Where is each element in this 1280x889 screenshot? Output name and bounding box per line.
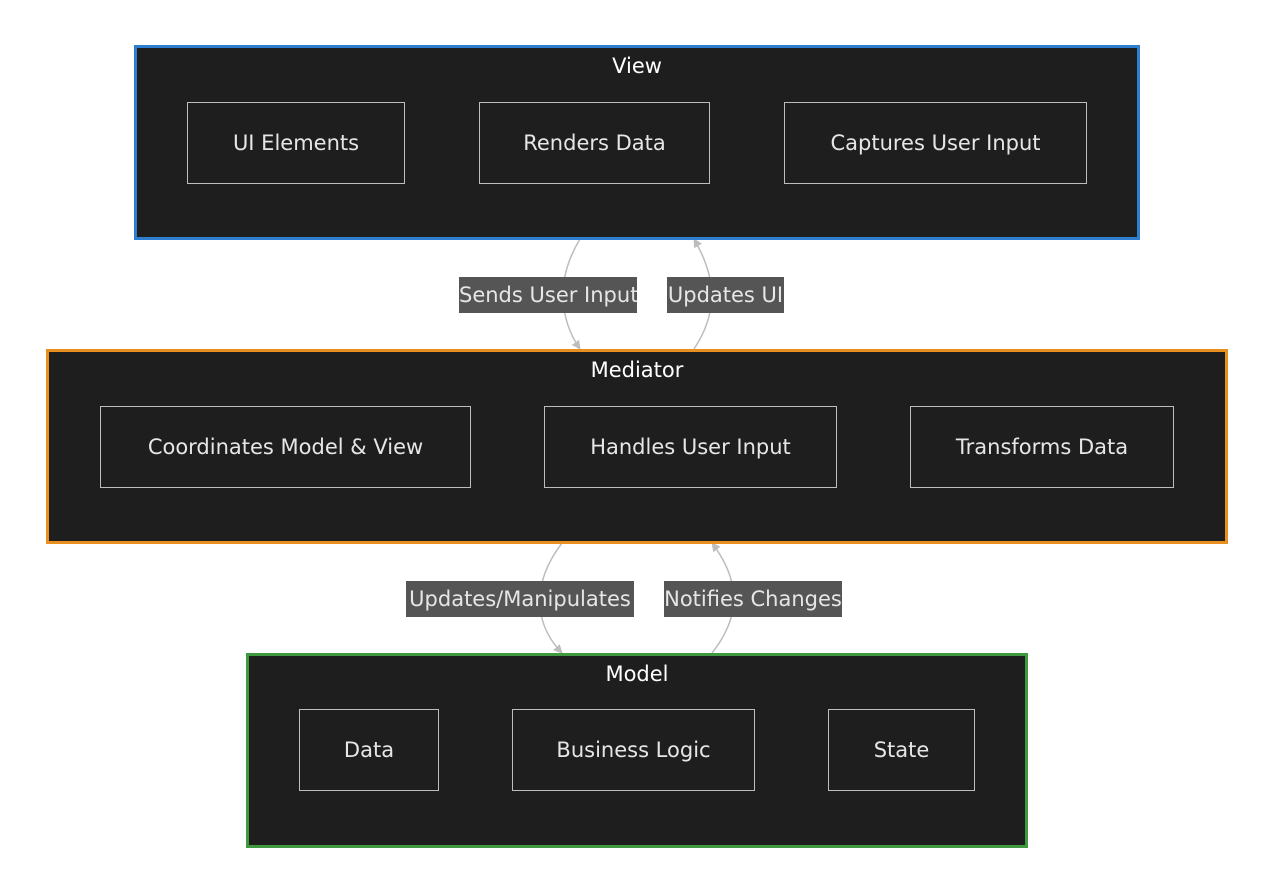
edge-label-updates-manipulates: Updates/Manipulates [406, 581, 634, 617]
node-transforms-data[interactable]: Transforms Data [910, 406, 1174, 488]
node-data[interactable]: Data [299, 709, 439, 791]
model-cluster-title: Model [605, 662, 669, 686]
edge-label-updates-ui: Updates UI [667, 277, 784, 313]
node-handles-user-input[interactable]: Handles User Input [544, 406, 837, 488]
node-ui-elements[interactable]: UI Elements [187, 102, 405, 184]
edge-label-notifies-changes: Notifies Changes [664, 581, 842, 617]
node-business-logic[interactable]: Business Logic [512, 709, 755, 791]
node-captures-user-input[interactable]: Captures User Input [784, 102, 1087, 184]
node-coordinates-model-view[interactable]: Coordinates Model & View [100, 406, 471, 488]
mediator-cluster-title: Mediator [590, 358, 684, 382]
node-renders-data[interactable]: Renders Data [479, 102, 710, 184]
node-state[interactable]: State [828, 709, 975, 791]
view-cluster-title: View [612, 54, 662, 78]
edge-label-sends-user-input: Sends User Input [459, 277, 637, 313]
